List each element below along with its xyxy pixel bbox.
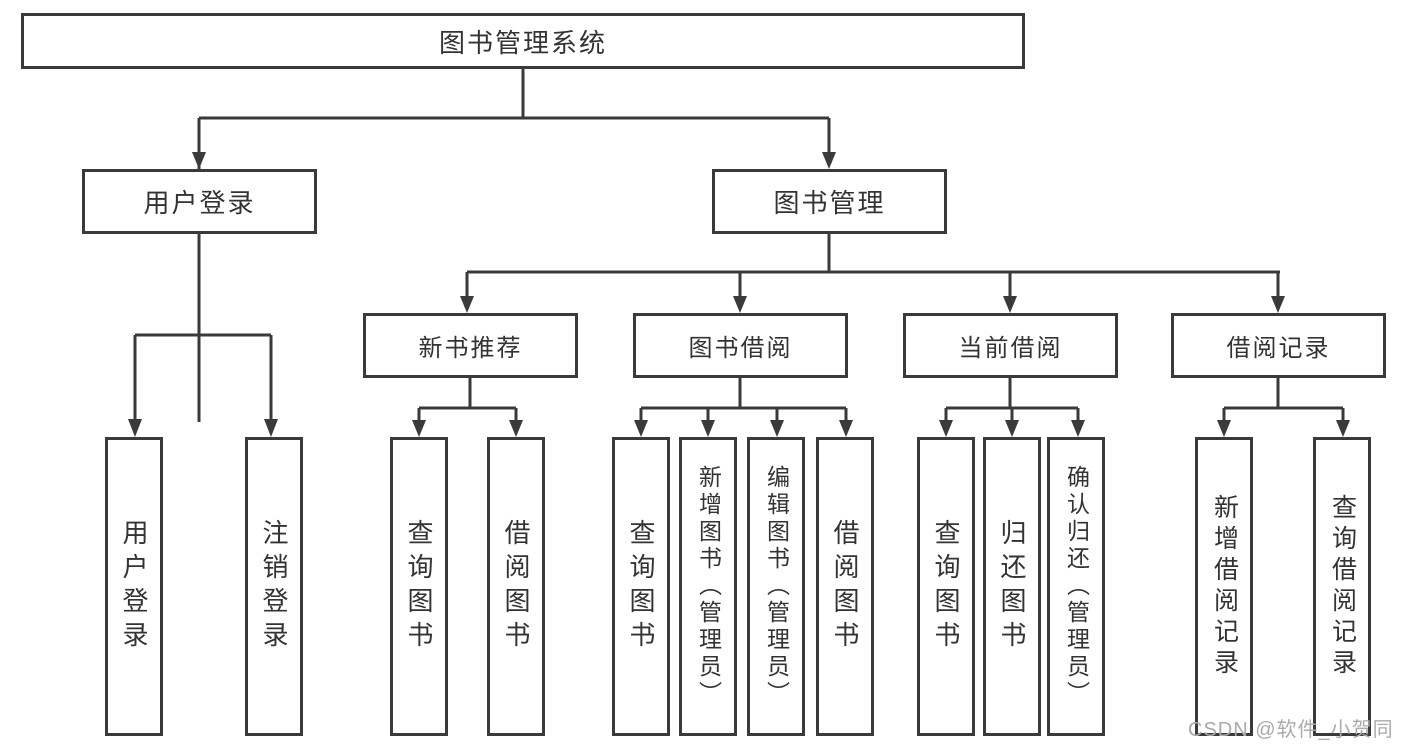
leaf-logout: 注销登录 <box>245 437 303 736</box>
leaf-confirm-return-admin: 确认归还（管理员） <box>1047 437 1105 736</box>
leaf-borrow-books-1: 借阅图书 <box>487 437 545 736</box>
leaf-query-books-3: 查询图书 <box>917 437 975 736</box>
leaf-edit-books-admin: 编辑图书（管理员） <box>747 437 805 736</box>
connector-root <box>197 69 831 422</box>
leaf-borrow-books-2: 借阅图书 <box>816 437 874 736</box>
leaf-user-login: 用户登录 <box>105 437 163 736</box>
csdn-watermark: CSDN @软件_小贺同学 <box>1188 719 1394 741</box>
node-root-system: 图书管理系统 <box>21 13 1025 69</box>
node-borrow-records: 借阅记录 <box>1171 313 1386 378</box>
connector-borrow-records <box>1222 378 1345 421</box>
node-book-borrow: 图书借阅 <box>633 313 848 378</box>
connector-new-book-recommend <box>417 378 518 421</box>
leaf-query-books-1: 查询图书 <box>390 437 448 736</box>
connector-user-login <box>133 234 273 421</box>
node-user-login: 用户登录 <box>82 169 317 234</box>
leaf-add-books-admin: 新增图书（管理员） <box>679 437 737 736</box>
connector-book-management <box>465 234 1280 297</box>
node-current-borrow: 当前借阅 <box>903 313 1118 378</box>
node-book-management: 图书管理 <box>712 169 947 234</box>
leaf-return-books: 归还图书 <box>983 437 1041 736</box>
node-new-book-recommend: 新书推荐 <box>363 313 578 378</box>
connector-book-borrow <box>639 378 848 421</box>
leaf-add-borrow-record: 新增借阅记录 <box>1195 437 1253 736</box>
arrowheads <box>128 152 1350 437</box>
leaf-query-books-2: 查询图书 <box>612 437 670 736</box>
connector-current-borrow <box>944 378 1080 421</box>
leaf-query-borrow-record: 查询借阅记录 <box>1313 437 1371 736</box>
